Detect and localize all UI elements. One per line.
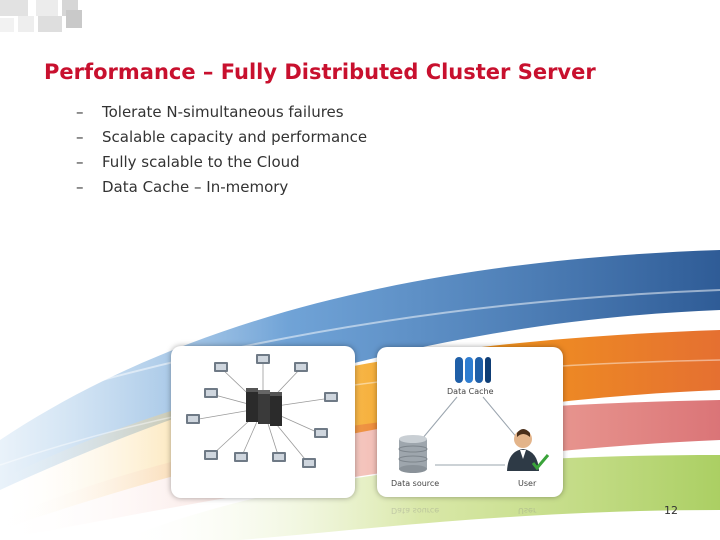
data-source-label-reflection: Data source bbox=[391, 506, 440, 515]
cache-diagram-panel: Data Cache Data source User bbox=[377, 347, 563, 497]
data-cache-label: Data Cache bbox=[447, 387, 494, 396]
bullet-text: Data Cache – In-memory bbox=[102, 178, 289, 196]
page-number: 12 bbox=[664, 504, 678, 517]
slide-title: Performance – Fully Distributed Cluster … bbox=[44, 60, 596, 84]
bullet-item: –Fully scalable to the Cloud bbox=[76, 150, 367, 175]
user-label: User bbox=[518, 479, 537, 488]
bullet-item: –Scalable capacity and performance bbox=[76, 125, 367, 150]
data-cache-icon bbox=[455, 357, 491, 383]
bullet-marker: – bbox=[76, 128, 84, 146]
bullet-list: –Tolerate N-simultaneous failures –Scala… bbox=[76, 100, 367, 200]
user-icon bbox=[507, 429, 550, 471]
bullet-text: Scalable capacity and performance bbox=[102, 128, 368, 146]
bullet-marker: – bbox=[76, 103, 84, 121]
bullet-text: Fully scalable to the Cloud bbox=[102, 153, 300, 171]
cluster-diagram-panel bbox=[171, 346, 355, 498]
server-cluster-icon bbox=[246, 388, 282, 426]
cache-diagram bbox=[398, 357, 550, 473]
bullet-item: –Data Cache – In-memory bbox=[76, 175, 367, 200]
bullet-marker: – bbox=[76, 153, 84, 171]
cluster-diagram bbox=[186, 354, 338, 468]
database-icon bbox=[398, 435, 428, 473]
bullet-item: –Tolerate N-simultaneous failures bbox=[76, 100, 367, 125]
background-swoosh bbox=[0, 250, 720, 540]
data-source-label: Data source bbox=[391, 479, 440, 488]
bullet-text: Tolerate N-simultaneous failures bbox=[102, 103, 344, 121]
user-label-reflection: User bbox=[518, 506, 537, 515]
bullet-marker: – bbox=[76, 178, 84, 196]
